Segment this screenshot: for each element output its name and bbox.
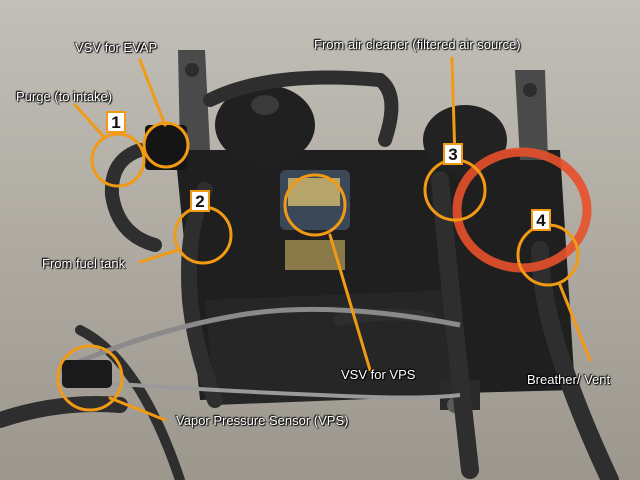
label-breather: Breather/ Vent (527, 372, 611, 387)
marker-4: 4 (531, 209, 551, 231)
vent-dome (423, 105, 507, 175)
marker-2: 2 (190, 190, 210, 212)
label-vsv-vps: VSV for VPS (341, 367, 416, 382)
purge-dome (215, 85, 315, 165)
label-purge: Purge (to intake) (16, 89, 113, 104)
right-bracket (515, 70, 548, 160)
left-bracket (178, 50, 210, 150)
circle-purge (90, 132, 146, 188)
label-fuel-tank: From fuel tank (42, 256, 126, 271)
label-vps: Vapor Pressure Sensor (VPS) (176, 413, 349, 428)
label-vsv-evap: VSV for EVAP (75, 40, 158, 55)
circle-vps (56, 344, 124, 412)
marker-3: 3 (443, 143, 463, 165)
label-air-cleaner: From air cleaner (filtered air source) (314, 37, 521, 52)
marker-1: 1 (106, 111, 126, 133)
circle-vsv-vps (283, 173, 347, 237)
circle-vsv-evap (142, 121, 190, 169)
metal-line (58, 306, 461, 373)
vsv-evap-part (145, 125, 187, 170)
vps-part (62, 360, 112, 388)
